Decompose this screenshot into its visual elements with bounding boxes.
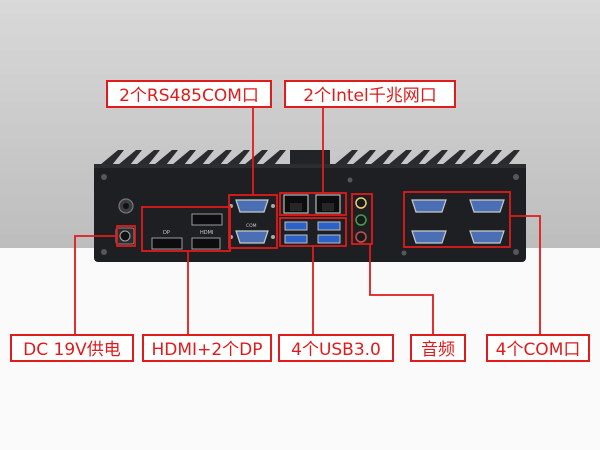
hdmi-port-label: HDMI: [200, 230, 213, 236]
com-port-label: COM: [246, 223, 257, 229]
label-audio: 音频: [410, 334, 466, 362]
com-ports: [411, 199, 505, 244]
leader-lines: [74, 108, 541, 335]
audio-jacks: [355, 197, 367, 243]
dc-jack: [115, 227, 135, 245]
label-lan: 2个Intel千兆网口: [284, 80, 456, 108]
power-button: [118, 198, 134, 214]
label-com: 4个COM口: [486, 334, 590, 362]
highlight-boxes: [116, 191, 511, 252]
rs485-ports: COM: [229, 199, 275, 244]
lan-ports: [283, 194, 341, 214]
dp-port-label: DP: [163, 230, 170, 236]
label-rs485: 2个RS485COM口: [106, 80, 272, 108]
usb-ports: [284, 221, 341, 244]
screws: [101, 174, 519, 256]
label-usb: 4个USB3.0: [278, 334, 394, 362]
label-hdmi-dp: HDMI+2个DP: [142, 334, 272, 362]
display-ports: DP HDMI: [151, 213, 223, 250]
label-dc: DC 19V供电: [10, 334, 134, 362]
heatsink-fins: [100, 150, 520, 166]
